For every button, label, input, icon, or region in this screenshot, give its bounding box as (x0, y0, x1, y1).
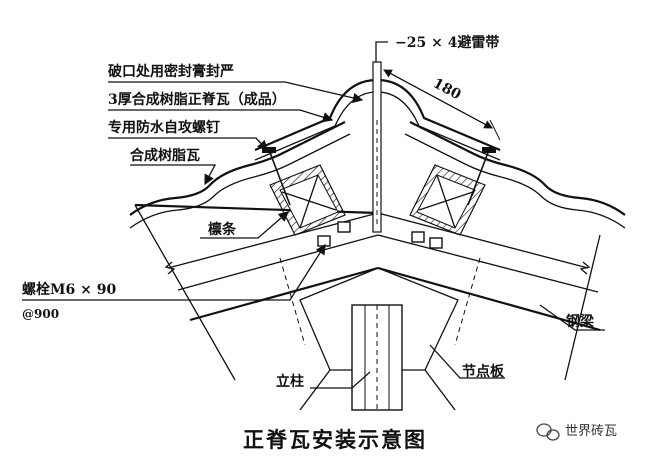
label-bolt-spacing: @900 (22, 307, 59, 321)
label-screw: 专用防水自攻螺钉 (108, 119, 220, 136)
beam-right-outer (564, 234, 601, 381)
label-gusset-plate: 节点板 (462, 363, 505, 380)
lightning-strip (372, 61, 382, 233)
dimension-180: 180 (383, 69, 501, 141)
label-bolt: 螺栓M6 × 90 (22, 281, 116, 298)
label-column: 立柱 (276, 373, 304, 390)
resin-tile-right (404, 121, 626, 229)
label-resin-tile: 合成树脂瓦 (130, 147, 200, 164)
column (351, 304, 403, 411)
break-mark-right (579, 261, 591, 275)
diagram-title: 正脊瓦安装示意图 (243, 427, 427, 452)
watermark-text: 世界砖瓦 (565, 424, 617, 439)
label-steel-beam: 钢梁 (566, 313, 595, 330)
leaders (22, 41, 605, 389)
wechat-icon (536, 423, 560, 441)
label-lightning-strip: −25 × 4避雷带 (395, 34, 499, 51)
label-seal-break: 破口处用密封膏封严 (108, 63, 234, 80)
dash-right (454, 257, 481, 346)
watermark: 世界砖瓦 (536, 423, 617, 441)
bolt-right (411, 231, 443, 249)
gusset-plate (299, 267, 459, 411)
beam-left-outer (134, 204, 236, 381)
dimension-label: 180 (430, 75, 464, 103)
steel-beam-right (377, 212, 601, 332)
screw-right (467, 147, 496, 206)
screw-left (262, 147, 291, 206)
label-purlin: 檩条 (208, 221, 237, 238)
bolt-left (317, 221, 351, 247)
dash-left (279, 257, 306, 346)
purlin-right (409, 164, 486, 236)
break-mark-left (164, 261, 176, 275)
label-ridge-tile: 3厚合成树脂正脊瓦（成品） (108, 91, 286, 108)
